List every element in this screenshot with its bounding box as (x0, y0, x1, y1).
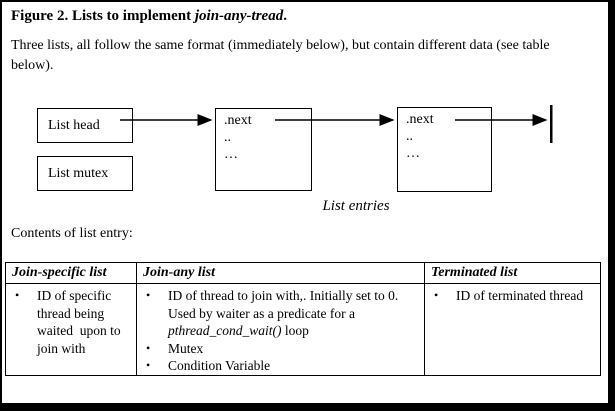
list-mutex-label: List mutex (48, 165, 109, 181)
table-header-row: Join-specific list Join-any list Termina… (5, 262, 601, 284)
list-mutex-box: List mutex (37, 156, 133, 191)
bullet-icon: • (434, 288, 439, 302)
entry2-ellipsis: … (406, 146, 420, 161)
bullet-icon: • (146, 358, 151, 372)
list-entry-table: Join-specific list Join-any list Termina… (5, 262, 601, 376)
terminated-item-1: ID of terminated thread (456, 288, 584, 303)
figure-title-text: Figure 2. Lists to implement (11, 8, 195, 24)
join-any-item-1: ID of thread to join with,. Initially se… (168, 287, 422, 340)
figure-title: Figure 2. Lists to implement join-any-tr… (11, 8, 287, 25)
bullet-icon: • (146, 340, 151, 355)
list-entry-box-1: .next .. … (215, 108, 312, 191)
join-any-item-2: Mutex (168, 340, 204, 356)
col-header-terminated: Terminated list (424, 262, 601, 284)
list-head-box: List head (37, 108, 133, 143)
list-item: • Condition Variable (141, 357, 422, 375)
entry2-next-field: .next (406, 112, 434, 127)
end-of-list-bar (550, 105, 553, 143)
list-head-label: List head (48, 117, 100, 133)
join-specific-item-1: ID of specific thread being waited upon … (37, 288, 124, 356)
diagram-arrows (120, 105, 553, 143)
table-body-row: • ID of specific thread being waited upo… (5, 283, 601, 376)
contents-label: Contents of list entry: (11, 226, 133, 241)
join-any-item-1-pre: ID of thread to join with,. Initially se… (168, 288, 402, 321)
list-entries-caption: List entries (322, 198, 390, 214)
join-any-item-3: Condition Variable (168, 358, 271, 373)
entry1-ellipsis: … (224, 147, 238, 162)
list-entry-box-2: .next .. … (397, 107, 492, 192)
bullet-icon: • (146, 288, 151, 302)
entry2-dots: .. (406, 129, 413, 144)
list-item: • ID of terminated thread (429, 287, 598, 305)
entry1-dots: .. (224, 130, 231, 145)
bullet-icon: • (15, 288, 20, 302)
intro-paragraph: Three lists, all follow the same format … (11, 38, 550, 73)
figure-title-italic: join-any-tread (194, 8, 284, 24)
cell-join-any: • ID of thread to join with,. Initially … (136, 283, 425, 376)
cell-terminated: • ID of terminated thread (424, 283, 601, 376)
cell-join-specific: • ID of specific thread being waited upo… (5, 283, 137, 376)
col-header-join-specific: Join-specific list (5, 262, 137, 284)
list-item: • ID of specific thread being waited upo… (10, 287, 134, 357)
join-any-item-1-code: pthread_cond_wait() (168, 323, 282, 338)
join-any-item-1-post: loop (281, 323, 309, 338)
list-item: • Mutex (141, 340, 422, 358)
entry1-next-field: .next (224, 113, 252, 128)
list-item: • ID of thread to join with,. Initially … (141, 287, 422, 340)
figure-title-period: . (283, 8, 287, 24)
col-header-join-any: Join-any list (136, 262, 425, 284)
